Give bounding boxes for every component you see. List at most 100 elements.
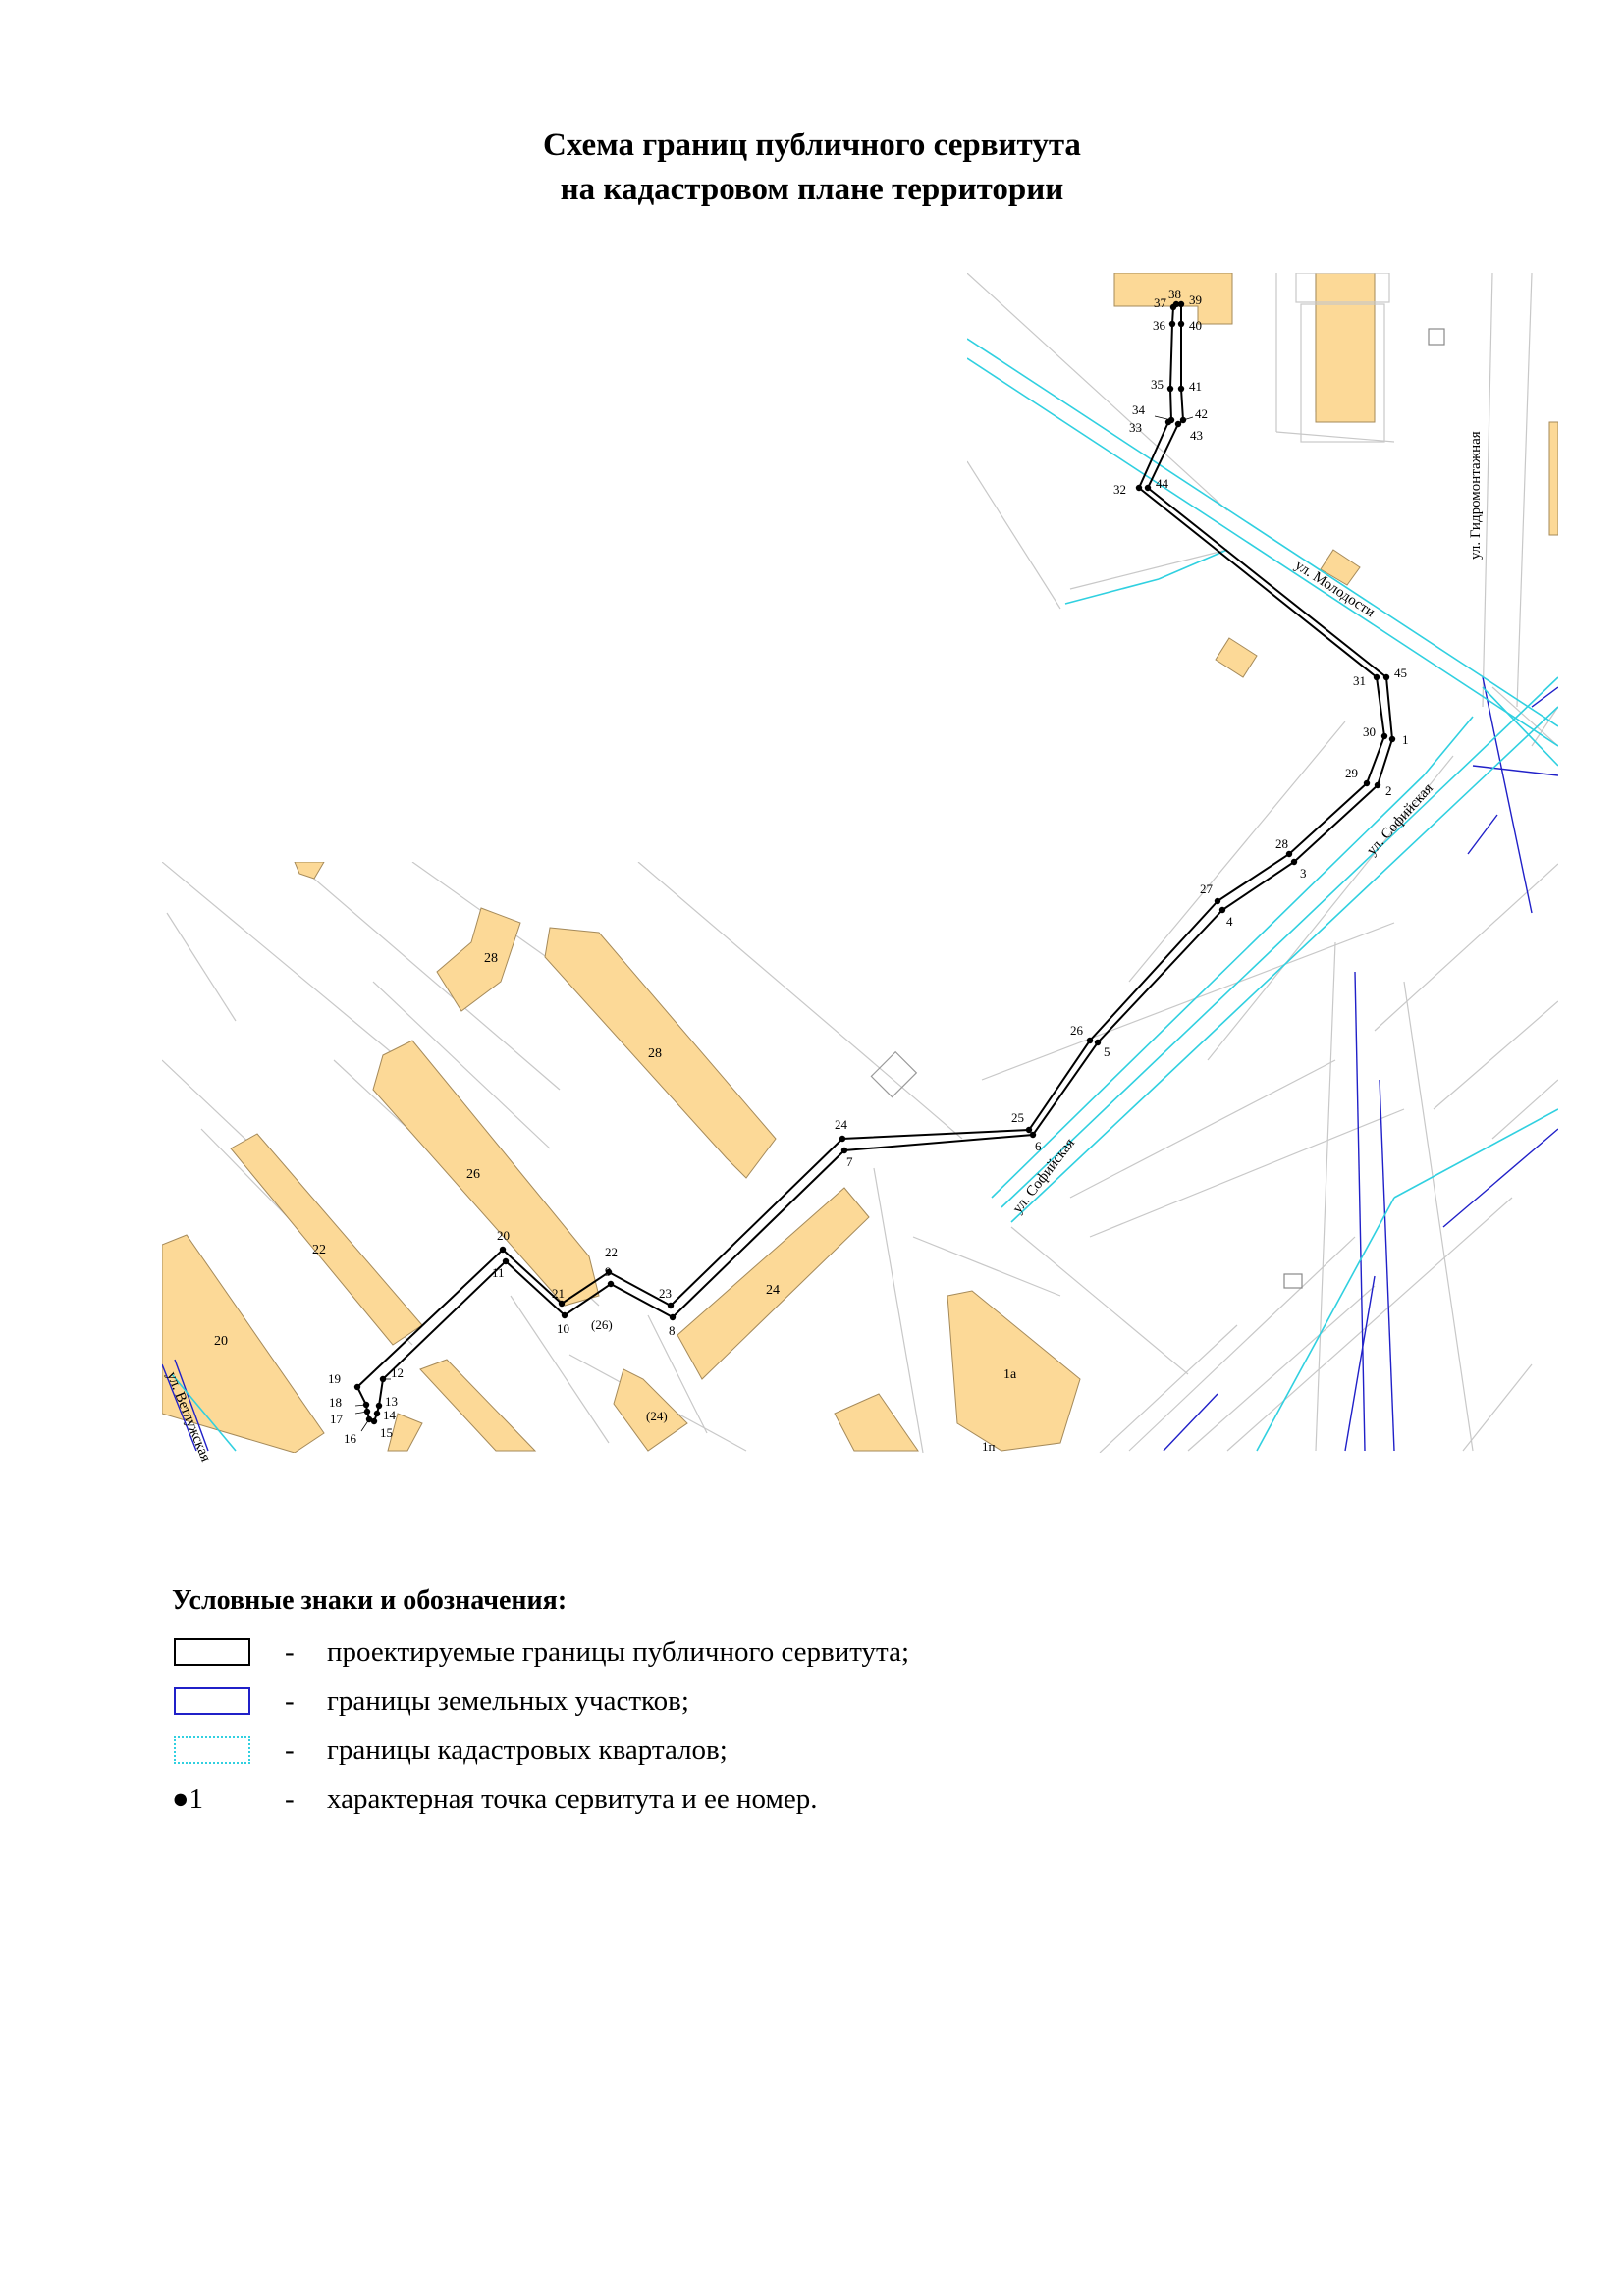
point-label: 14 (383, 1408, 397, 1422)
point-marker (1373, 673, 1380, 681)
point-marker (607, 1280, 615, 1288)
legend-item-quarters: - границы кадастровых кварталов; (172, 1733, 1448, 1772)
street-label-gidromontazhnaya: ул. Гидромонтажная (1468, 431, 1484, 560)
point-label: 28 (1275, 836, 1288, 851)
building (677, 1187, 870, 1380)
building-label: 28 (484, 951, 498, 966)
building-label: 28 (648, 1046, 662, 1061)
point-marker (1380, 732, 1388, 740)
legend-symbol-parcels (174, 1687, 250, 1715)
legend-text: границы кадастровых кварталов; (327, 1735, 728, 1766)
legend-dash: - (285, 1735, 295, 1766)
quarter-line (966, 338, 1558, 727)
road-line (966, 460, 1061, 610)
point-label: 3 (1300, 866, 1307, 881)
point-label: 12 (391, 1365, 404, 1380)
building-label: 1п (982, 1439, 996, 1454)
point-marker (1177, 320, 1185, 328)
road-line (1403, 981, 1474, 1452)
point-marker (1290, 858, 1298, 866)
building-label: 20 (214, 1334, 228, 1349)
quarter-line (991, 774, 1425, 1199)
legend-symbol-quarters (174, 1736, 250, 1764)
quarter-line (1393, 1108, 1558, 1199)
street-label-sofiyskaya-upper: ул. Софийская (1364, 780, 1436, 858)
point-label: 6 (1035, 1139, 1042, 1153)
point-label: 41 (1189, 379, 1202, 394)
building-label: 24 (766, 1283, 780, 1298)
quarter-line (171, 1373, 237, 1452)
point-label: 45 (1394, 666, 1407, 680)
point-marker (502, 1257, 510, 1265)
quarter-line (1010, 706, 1558, 1223)
quarter-line (1064, 578, 1160, 605)
parcel-line (174, 1359, 209, 1452)
point-label: 29 (1345, 766, 1358, 780)
road-line (647, 1314, 708, 1434)
quarter-line (1482, 686, 1558, 767)
legend-dash: - (285, 1784, 295, 1815)
building (1113, 273, 1233, 325)
land-parcel-boundaries (162, 676, 1558, 1452)
building (544, 927, 777, 1179)
point-label: 25 (1011, 1110, 1024, 1125)
road-line (637, 861, 963, 1140)
point-marker (1086, 1037, 1094, 1044)
page-title-line-2: на кадастровом плане территории (560, 172, 1064, 207)
point-label: 35 (1151, 377, 1164, 392)
quarter-line (1256, 1197, 1395, 1452)
building (162, 1234, 325, 1453)
point-label: 34 (1132, 402, 1146, 417)
road-line (966, 273, 1228, 511)
map-marker (1283, 1273, 1303, 1289)
point-label: 10 (557, 1321, 569, 1336)
point-label: 22 (605, 1245, 618, 1259)
point-marker (558, 1300, 566, 1308)
building (1215, 637, 1258, 678)
point-label: 4 (1226, 914, 1233, 929)
point-label: 1 (1402, 732, 1409, 747)
point-label: 32 (1113, 482, 1126, 497)
point-marker (669, 1313, 677, 1321)
quarter-line (1001, 676, 1558, 1208)
point-label: 39 (1189, 293, 1202, 307)
point-marker (1135, 484, 1143, 492)
leader-line (354, 1404, 367, 1407)
road-line (162, 1059, 256, 1149)
point-label: 7 (846, 1154, 853, 1169)
building-label: 1а (1003, 1367, 1017, 1382)
point-label: 19 (328, 1371, 341, 1386)
legend-heading: Условные знаки и обозначения: (172, 1585, 568, 1616)
map-marker (1428, 328, 1445, 346)
point-label: 44 (1156, 476, 1169, 491)
map-marker (870, 1050, 918, 1098)
building (387, 1413, 423, 1452)
point-label: 15 (380, 1425, 393, 1440)
parcel-line (1344, 1275, 1376, 1452)
road-line (1516, 273, 1533, 708)
parcel-line (1531, 686, 1558, 708)
road-line (1491, 1079, 1558, 1140)
quarter-line (966, 357, 1558, 747)
road-line (1010, 1226, 1189, 1375)
point-label: 40 (1189, 318, 1202, 333)
building (294, 861, 325, 880)
point-marker (1363, 779, 1371, 787)
quarter-line (1423, 716, 1474, 776)
parcel-line (1163, 1393, 1218, 1452)
leader-line (1182, 416, 1194, 421)
point-label: 31 (1353, 673, 1366, 688)
point-label: 23 (659, 1286, 672, 1301)
point-label: 20 (497, 1228, 510, 1243)
point-label: 36 (1153, 318, 1166, 333)
building (230, 1133, 423, 1346)
building (947, 1290, 1081, 1452)
road-line (1187, 1285, 1376, 1452)
point-marker (1172, 300, 1180, 308)
point-marker (1144, 484, 1152, 492)
building (1315, 273, 1376, 423)
point-label: 26 (1070, 1023, 1084, 1038)
legend-symbol-point: ●1 (172, 1784, 204, 1815)
building (419, 1359, 537, 1452)
